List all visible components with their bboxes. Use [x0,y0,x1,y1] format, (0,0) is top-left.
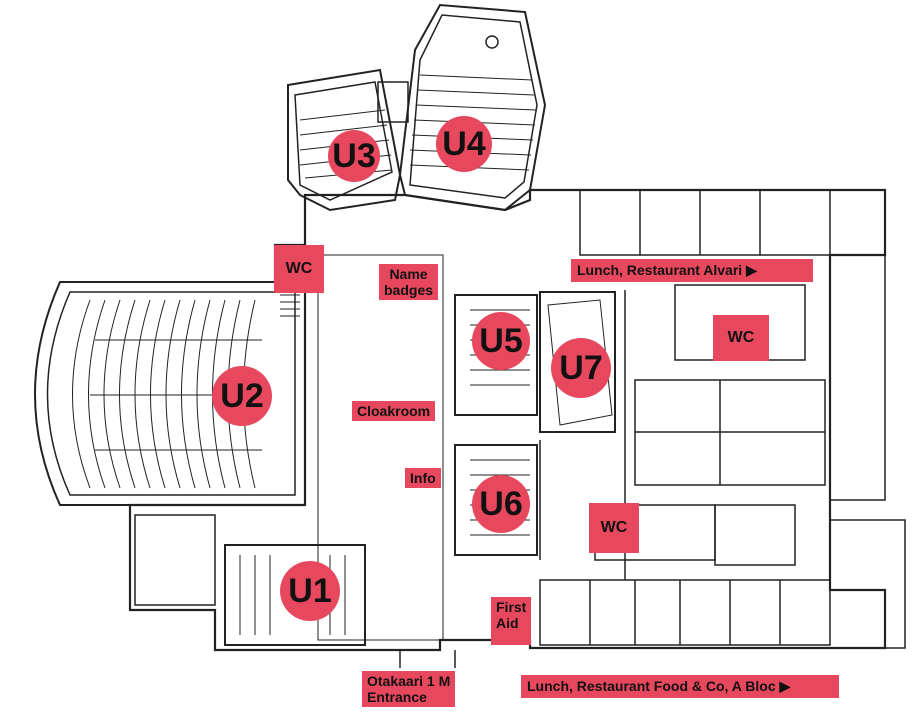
wc-east-marker: WC [713,315,769,361]
room-u2-marker[interactable]: U2 [212,366,272,426]
room-u5-marker[interactable]: U5 [472,312,530,370]
entrance-line1: Otakaari 1 M [367,673,451,689]
name-badges-label: Name badges [379,264,439,300]
first-aid-label: First Aid [491,597,532,645]
entrance-line2: Entrance [367,689,427,705]
name-badges-line1: Name [389,266,428,282]
room-u6-marker[interactable]: U6 [472,475,530,533]
room-u4-marker[interactable]: U4 [436,116,492,172]
first-aid-line2: Aid [496,615,519,631]
lunch-foodco-direction[interactable]: Lunch, Restaurant Food & Co, A Bloc ▶ [521,675,839,698]
entrance-label: Otakaari 1 M Entrance [362,671,456,707]
lunch-alvari-direction[interactable]: Lunch, Restaurant Alvari ▶ [571,259,813,282]
room-u7-marker[interactable]: U7 [551,338,611,398]
room-u3-marker[interactable]: U3 [328,130,380,182]
first-aid-line1: First [496,599,527,615]
name-badges-line2: badges [384,282,434,298]
wc-north-marker: WC [274,245,324,293]
info-label: Info [405,468,441,488]
wc-south-marker: WC [589,503,639,553]
cloakroom-label: Cloakroom [352,401,436,421]
room-u1-marker[interactable]: U1 [280,561,340,621]
